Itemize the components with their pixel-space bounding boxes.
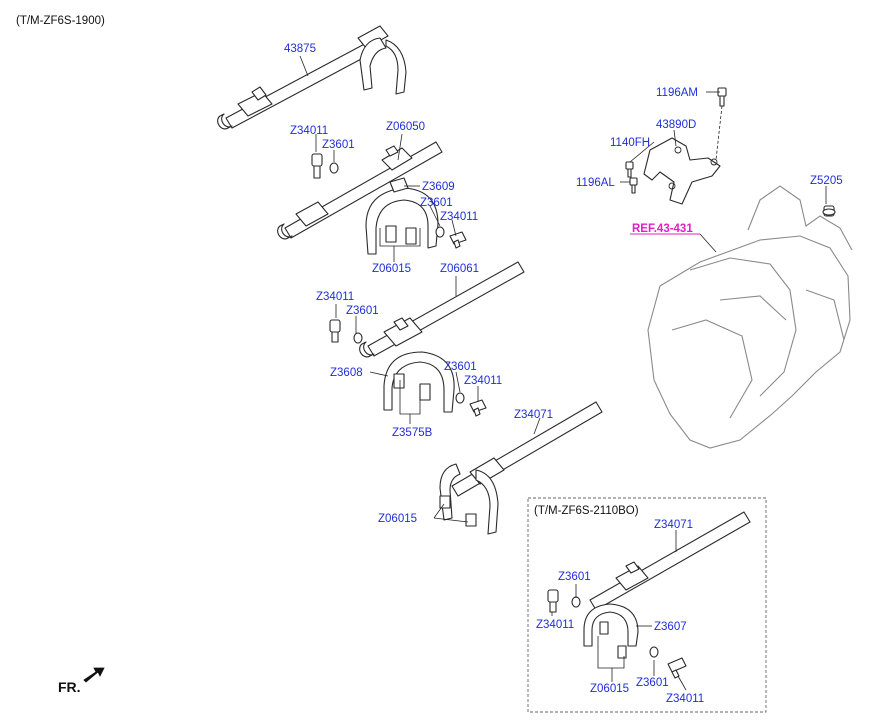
label-z34011-c[interactable]: Z34011 [316, 291, 354, 303]
label-z3609[interactable]: Z3609 [422, 181, 455, 193]
label-z06015-a[interactable]: Z06015 [372, 263, 411, 275]
washer-z3601-f[interactable] [649, 646, 659, 658]
leader-lines [299, 55, 827, 691]
shift-rod-z34071[interactable] [439, 401, 603, 535]
label-z34011-f[interactable]: Z34011 [666, 693, 704, 705]
label-z3601-b[interactable]: Z3601 [420, 197, 453, 209]
label-1196al[interactable]: 1196AL [576, 177, 615, 189]
washer-z3601-d[interactable] [455, 392, 465, 404]
plug-z5205[interactable] [822, 205, 836, 217]
shift-fork-z3608[interactable] [383, 351, 455, 413]
label-z3601-f[interactable]: Z3601 [636, 677, 669, 689]
washer-z3601-c[interactable] [353, 332, 363, 344]
bolt-z34011-a[interactable] [311, 153, 323, 179]
label-z34011-b[interactable]: Z34011 [440, 211, 478, 223]
bolt-z34011-e[interactable] [547, 589, 559, 613]
front-label: FR. [58, 679, 81, 695]
label-43890d[interactable]: 43890D [656, 119, 696, 131]
bolt-1140fh[interactable] [625, 161, 634, 178]
label-z3607[interactable]: Z3607 [654, 621, 687, 633]
variant-box [527, 497, 767, 713]
label-z3575b[interactable]: Z3575B [392, 427, 433, 439]
reference-label[interactable]: REF.43-431 [632, 223, 693, 235]
label-z06061[interactable]: Z06061 [440, 263, 479, 275]
label-1196am[interactable]: 1196AM [656, 87, 698, 99]
label-1140fh[interactable]: 1140FH [610, 137, 650, 149]
label-z5205[interactable]: Z5205 [810, 175, 843, 187]
shift-rod-z34071-variant[interactable] [589, 511, 751, 611]
shift-rod-z06050[interactable] [277, 141, 443, 240]
bolt-1196am[interactable] [717, 87, 727, 107]
washer-z3601-a[interactable] [329, 162, 339, 174]
label-z06015-c[interactable]: Z06015 [590, 683, 629, 695]
washer-z3601-b[interactable] [435, 226, 445, 238]
bolt-z34011-b[interactable] [449, 231, 467, 249]
transmission-case [647, 185, 853, 449]
washer-z3601-e[interactable] [571, 596, 581, 608]
shift-rod-z06061[interactable] [359, 261, 525, 358]
shift-fork-z3609[interactable] [365, 177, 439, 255]
label-z3608[interactable]: Z3608 [330, 367, 363, 379]
label-z34011-d[interactable]: Z34011 [464, 375, 502, 387]
label-z3601-e[interactable]: Z3601 [558, 571, 591, 583]
label-z3601-c[interactable]: Z3601 [346, 305, 379, 317]
bolt-z34011-d[interactable] [469, 399, 487, 417]
label-z06015-b[interactable]: Z06015 [378, 513, 417, 525]
label-z34071-b[interactable]: Z34071 [654, 519, 693, 531]
bracket-43890d[interactable] [643, 137, 721, 205]
label-43875[interactable]: 43875 [284, 43, 316, 55]
shift-fork-z3607[interactable] [583, 603, 639, 659]
label-z3601-a[interactable]: Z3601 [322, 139, 355, 151]
label-z34011-a[interactable]: Z34011 [290, 125, 328, 137]
variant-box-title: (T/M-ZF6S-2110BO) [534, 505, 639, 517]
bolt-z34011-f[interactable] [667, 657, 687, 679]
bolt-z34011-c[interactable] [329, 319, 341, 343]
label-z06050[interactable]: Z06050 [386, 121, 425, 133]
bolt-1196al[interactable] [629, 177, 638, 194]
label-z34011-e[interactable]: Z34011 [536, 619, 574, 631]
diagram-title: (T/M-ZF6S-1900) [16, 15, 105, 27]
label-z34071-a[interactable]: Z34071 [514, 409, 553, 421]
label-z3601-d[interactable]: Z3601 [444, 361, 477, 373]
shift-rod-43875[interactable] [217, 25, 407, 130]
front-arrow-icon [83, 667, 105, 683]
